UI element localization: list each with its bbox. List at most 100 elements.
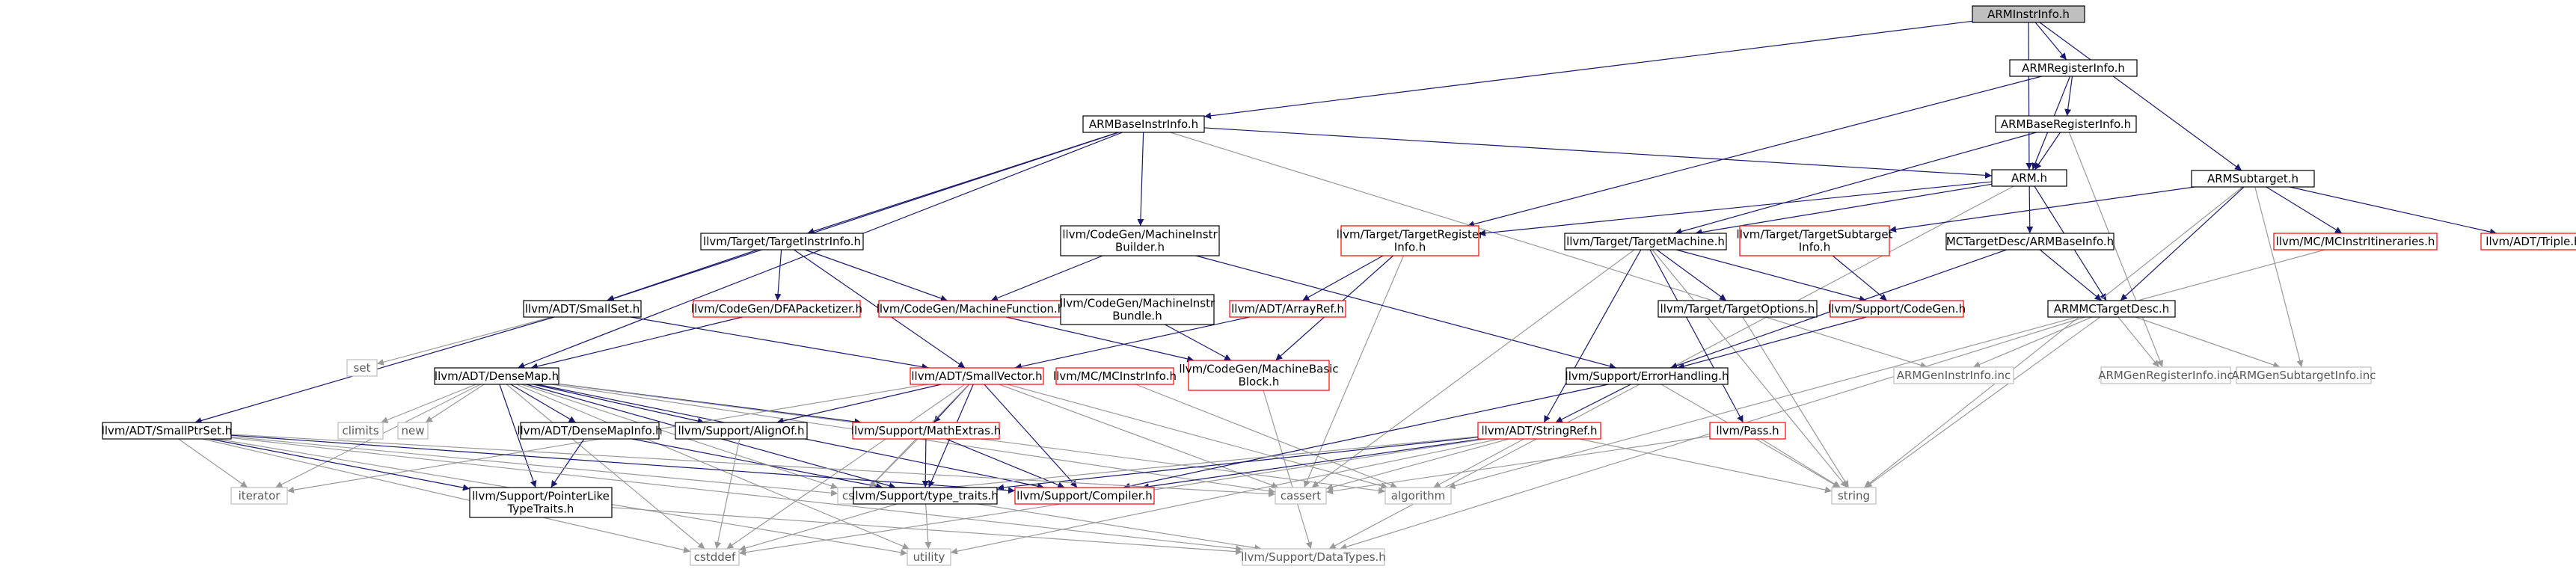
node-box bbox=[693, 300, 861, 318]
edge-targetOptions-to-string bbox=[1742, 316, 1850, 488]
node-stringRef[interactable]: llvm/ADT/StringRef.h bbox=[1477, 422, 1601, 440]
node-label-line: ARMGenSubtargetInfo.inc bbox=[2232, 369, 2376, 382]
node-errorHandling[interactable]: llvm/Support/ErrorHandling.h bbox=[1565, 367, 1729, 385]
node-box bbox=[346, 359, 378, 377]
node-targetOptions[interactable]: llvm/Target/TargetOptions.h bbox=[1657, 300, 1818, 318]
node-alignOf[interactable]: llvm/Support/AlignOf.h bbox=[675, 422, 808, 440]
node-adtTriple[interactable]: llvm/ADT/Triple.h bbox=[2480, 233, 2576, 250]
node-box bbox=[2009, 59, 2138, 77]
node-string[interactable]: string bbox=[1831, 487, 1877, 505]
node-label-line: TypeTraits.h bbox=[507, 502, 574, 516]
node-targetMachine[interactable]: llvm/Target/TargetMachine.h bbox=[1564, 233, 1727, 250]
node-smallPtrSet[interactable]: llvm/ADT/SmallPtrSet.h bbox=[102, 422, 233, 440]
node-label: ARMRegisterInfo.h bbox=[2022, 61, 2125, 75]
node-label: cstddef bbox=[694, 550, 736, 564]
node-box bbox=[1565, 367, 1729, 385]
edge-armBaseInstrInfo-to-armH bbox=[1203, 127, 1993, 179]
node-label-line: llvm/ADT/SmallPtrSet.h bbox=[102, 424, 233, 437]
node-label: llvm/Target/TargetInstrInfo.h bbox=[703, 235, 861, 248]
node-label: llvm/Support/MathExtras.h bbox=[851, 424, 1001, 437]
node-denseMapInfo[interactable]: llvm/ADT/DenseMapInfo.h bbox=[517, 422, 663, 440]
node-new[interactable]: new bbox=[397, 422, 429, 440]
edge-armSubtarget-to-targetSubtargetInfo bbox=[1889, 186, 2195, 233]
edge-armMCTargetDesc-to-armGenRegisterInfo bbox=[2117, 316, 2160, 368]
node-label-line: llvm/ADT/SmallSet.h bbox=[525, 302, 640, 316]
node-armBaseRegisterInfo[interactable]: ARMBaseRegisterInfo.h bbox=[1995, 115, 2137, 133]
node-denseMap[interactable]: llvm/ADT/DenseMap.h bbox=[434, 367, 559, 385]
node-pass[interactable]: llvm/Pass.h bbox=[1709, 422, 1786, 440]
node-armBaseInstrInfo[interactable]: ARMBaseInstrInfo.h bbox=[1082, 115, 1205, 133]
edge-smallVector-to-cstddef bbox=[726, 384, 966, 550]
node-mcTargetDescARMBaseInfo[interactable]: MCTargetDesc/ARMBaseInfo.h bbox=[1945, 233, 2115, 250]
node-machineFunction[interactable]: llvm/CodeGen/MachineFunction.h bbox=[877, 300, 1065, 318]
node-label: ARMSubtarget.h bbox=[2207, 172, 2299, 185]
node-box bbox=[2047, 300, 2176, 318]
node-iterator[interactable]: iterator bbox=[230, 487, 288, 505]
node-box bbox=[230, 487, 288, 505]
node-label: llvm/Target/TargetOptions.h bbox=[1660, 302, 1815, 316]
edge-armRegisterInfo-to-targetRegisterInfo bbox=[1467, 76, 2042, 228]
node-box bbox=[2100, 366, 2231, 384]
node-label: llvm/Support/ErrorHandling.h bbox=[1565, 369, 1729, 383]
node-armGenInstrInfo[interactable]: ARMGenInstrInfo.inc bbox=[1893, 366, 2014, 384]
node-targetInstrInfo[interactable]: llvm/Target/TargetInstrInfo.h bbox=[700, 233, 864, 250]
node-label-line: llvm/CodeGen/MachineInstr bbox=[1062, 228, 1218, 242]
node-compiler[interactable]: llvm/Support/Compiler.h bbox=[1014, 487, 1155, 505]
node-supportCodeGen[interactable]: llvm/Support/CodeGen.h bbox=[1828, 300, 1966, 318]
node-dataTypes[interactable]: llvm/Support/DataTypes.h bbox=[1241, 548, 1386, 566]
node-armMCTargetDesc[interactable]: ARMMCTargetDesc.h bbox=[2047, 300, 2176, 318]
node-smallVector[interactable]: llvm/ADT/SmallVector.h bbox=[910, 367, 1044, 385]
node-label-line: llvm/CodeGen/MachineFunction.h bbox=[877, 302, 1065, 316]
node-armInstrInfo[interactable]: ARMInstrInfo.h bbox=[1972, 5, 2085, 23]
node-label: llvm/ADT/Triple.h bbox=[2485, 235, 2576, 248]
node-box bbox=[469, 487, 613, 518]
node-box bbox=[1945, 233, 2115, 250]
edge-targetInstrInfo-to-smallSet bbox=[606, 249, 758, 302]
node-armH[interactable]: ARM.h bbox=[1991, 169, 2067, 187]
node-label-line: ARMBaseInstrInfo.h bbox=[1089, 117, 1198, 131]
node-utility[interactable]: utility bbox=[907, 548, 951, 566]
nodes-layer: ARMInstrInfo.hARMRegisterInfo.hARMBaseIn… bbox=[102, 5, 2576, 566]
node-box bbox=[1991, 169, 2067, 187]
node-label-line: llvm/MC/MCInstrItineraries.h bbox=[2276, 235, 2435, 248]
node-mcInstrInfo[interactable]: llvm/MC/MCInstrInfo.h bbox=[1053, 367, 1177, 385]
edge-armH-to-mcTargetDescARMBaseInfo bbox=[2026, 185, 2034, 234]
node-label-line: llvm/Support/type_traits.h bbox=[852, 489, 999, 503]
node-set[interactable]: set bbox=[346, 359, 378, 377]
node-mcInstrItineraries[interactable]: llvm/MC/MCInstrItineraries.h bbox=[2273, 233, 2438, 250]
node-armSubtarget[interactable]: ARMSubtarget.h bbox=[2191, 170, 2315, 188]
node-algorithm[interactable]: algorithm bbox=[1384, 487, 1452, 505]
node-cassert[interactable]: cassert bbox=[1275, 487, 1327, 505]
edge-machineInstrBundle-to-machineBasicBlock bbox=[1165, 324, 1232, 361]
edge-mathExtras-to-typeTraits bbox=[921, 438, 929, 488]
node-dfaPacketizer[interactable]: llvm/CodeGen/DFAPacketizer.h bbox=[691, 300, 862, 318]
node-box bbox=[1060, 294, 1215, 325]
edge-targetMachine-to-stringRef bbox=[1543, 249, 1642, 423]
node-armGenRegisterInfo[interactable]: ARMGenRegisterInfo.inc bbox=[2098, 366, 2233, 384]
node-box bbox=[397, 422, 429, 440]
node-box bbox=[337, 422, 384, 440]
node-arrayRef[interactable]: llvm/ADT/ArrayRef.h bbox=[1229, 300, 1346, 318]
node-smallSet[interactable]: llvm/ADT/SmallSet.h bbox=[523, 300, 642, 318]
edge-denseMap-to-new bbox=[425, 384, 485, 423]
node-box bbox=[1060, 225, 1220, 256]
node-label-line: llvm/Target/TargetSubtarget bbox=[1737, 228, 1893, 242]
edge-denseMap-to-utility bbox=[516, 384, 910, 550]
node-label-line: llvm/Pass.h bbox=[1716, 424, 1779, 437]
node-cstddef[interactable]: cstddef bbox=[690, 548, 740, 566]
node-armGenSubtargetInfo[interactable]: ARMGenSubtargetInfo.inc bbox=[2232, 366, 2376, 384]
node-mathExtras[interactable]: llvm/Support/MathExtras.h bbox=[851, 422, 1001, 440]
node-typeTraits[interactable]: llvm/Support/type_traits.h bbox=[852, 487, 999, 505]
edge-stringRef-to-cassert bbox=[1325, 438, 1509, 491]
node-label-line: llvm/Support/Compiler.h bbox=[1016, 489, 1153, 502]
node-climits[interactable]: climits bbox=[337, 422, 384, 440]
node-armRegisterInfo[interactable]: ARMRegisterInfo.h bbox=[2009, 59, 2138, 77]
node-label-line: llvm/ADT/DenseMap.h bbox=[435, 369, 559, 383]
